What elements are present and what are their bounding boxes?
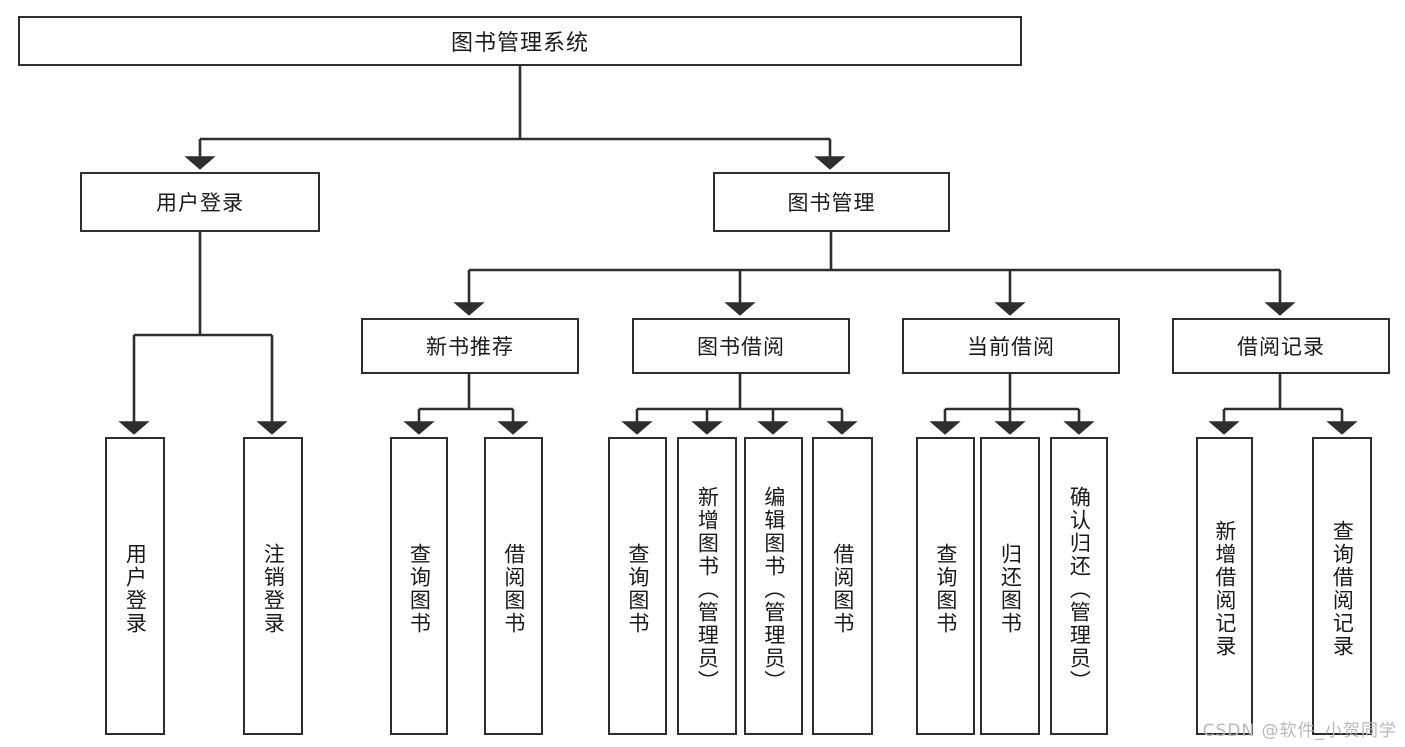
leaf-label: 查询图书	[933, 543, 958, 635]
node-user-login[interactable]: 用户登录	[80, 172, 320, 232]
leaf-query-book-current[interactable]: 查询图书	[916, 437, 975, 735]
node-label: 当前借阅	[967, 335, 1055, 359]
leaf-label: 查询借阅记录	[1330, 520, 1355, 658]
leaf-label: 查询图书	[407, 543, 432, 635]
node-label: 用户登录	[156, 191, 244, 215]
leaf-query-borrow-record[interactable]: 查询借阅记录	[1312, 437, 1372, 735]
leaf-logout-login[interactable]: 注销登录	[243, 437, 303, 735]
leaf-user-login[interactable]: 用户登录	[105, 437, 165, 735]
leaf-confirm-return-admin[interactable]: 确认归还（管理员）	[1050, 437, 1108, 735]
node-book-management[interactable]: 图书管理	[713, 172, 950, 232]
leaf-add-book-admin[interactable]: 新增图书（管理员）	[677, 437, 737, 735]
node-label: 图书借阅	[697, 335, 785, 359]
node-label: 新书推荐	[426, 335, 514, 359]
leaf-label: 借阅图书	[501, 543, 526, 635]
leaf-label: 新增借阅记录	[1212, 520, 1237, 658]
leaf-label: 借阅图书	[830, 543, 855, 635]
node-new-book-recommend[interactable]: 新书推荐	[361, 318, 579, 374]
leaf-label: 用户登录	[123, 543, 148, 635]
node-label: 图书管理	[787, 191, 876, 215]
leaf-label: 确认归还（管理员）	[1067, 485, 1092, 693]
node-root[interactable]: 图书管理系统	[18, 16, 1022, 66]
leaf-label: 编辑图书（管理员）	[761, 485, 786, 693]
leaf-label: 新增图书（管理员）	[695, 485, 720, 693]
node-borrow-records[interactable]: 借阅记录	[1172, 318, 1390, 374]
leaf-borrow-book-recommend[interactable]: 借阅图书	[484, 437, 543, 735]
leaf-add-borrow-record[interactable]: 新增借阅记录	[1196, 437, 1253, 735]
leaf-edit-book-admin[interactable]: 编辑图书（管理员）	[744, 437, 803, 735]
leaf-label: 归还图书	[998, 543, 1023, 635]
leaf-label: 查询图书	[625, 543, 650, 635]
node-current-borrow[interactable]: 当前借阅	[902, 318, 1120, 374]
node-label: 借阅记录	[1237, 335, 1325, 359]
leaf-borrow-book[interactable]: 借阅图书	[812, 437, 873, 735]
leaf-return-book[interactable]: 归还图书	[980, 437, 1040, 735]
watermark: CSDN @软件_小贺同学	[1202, 721, 1397, 741]
node-root-label: 图书管理系统	[450, 31, 589, 56]
node-book-borrow[interactable]: 图书借阅	[632, 318, 850, 374]
leaf-query-book-recommend[interactable]: 查询图书	[390, 437, 448, 735]
leaf-label: 注销登录	[261, 543, 286, 635]
leaf-query-book-borrow[interactable]: 查询图书	[608, 437, 667, 735]
